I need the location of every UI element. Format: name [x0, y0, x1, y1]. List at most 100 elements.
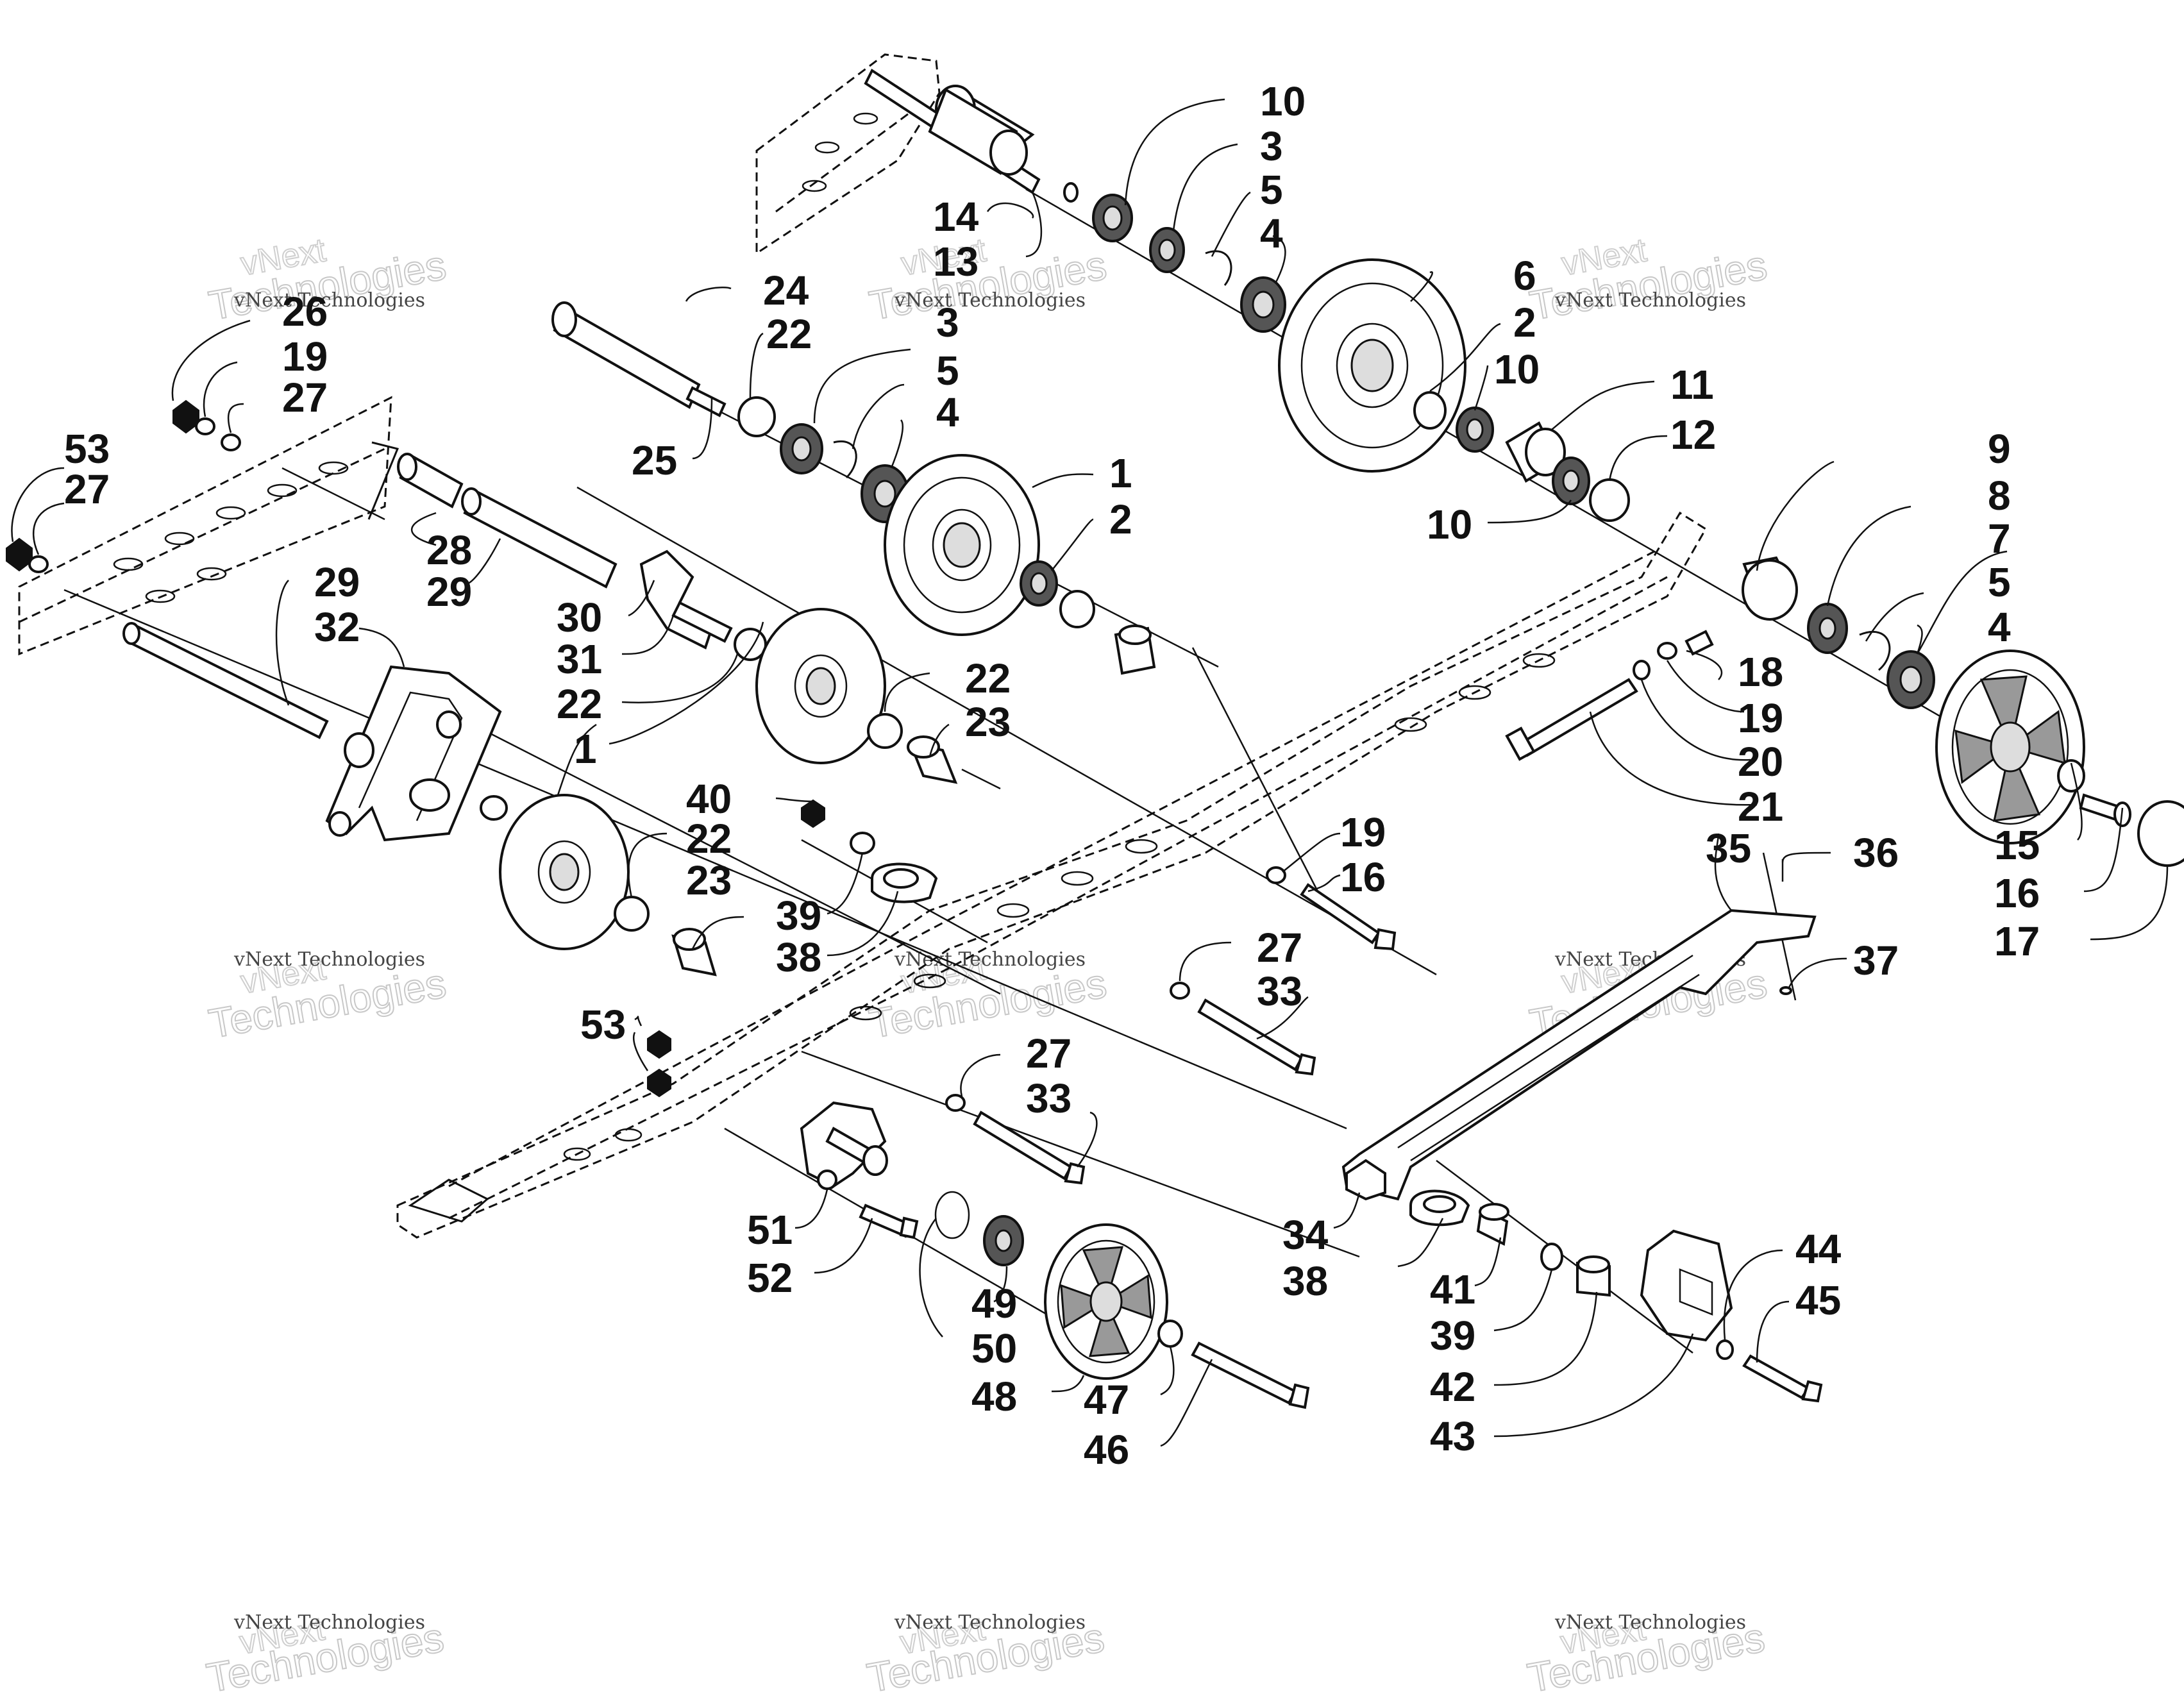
bolts-16-33	[945, 866, 1397, 1185]
watermark-caption: vNext Technologies	[233, 289, 425, 312]
callout-23-a: 23	[965, 699, 1011, 745]
callout-38-a: 38	[776, 934, 821, 980]
callout-27-c: 27	[1257, 925, 1302, 971]
rocker-arm-32	[325, 665, 508, 842]
callout-33-b: 33	[1026, 1075, 1071, 1121]
assembly-axis-lines	[63, 188, 1988, 1354]
callout-11: 11	[1670, 362, 1714, 408]
callout-27-b: 27	[64, 466, 110, 512]
wheel-1-lower-assembly	[755, 608, 958, 784]
upper-rail-frame	[755, 53, 941, 255]
callout-12: 12	[1670, 412, 1716, 458]
callout-38-b: 38	[1282, 1258, 1328, 1304]
watermark-caption: vNext Technologies	[1554, 289, 1746, 312]
callout-29-b: 29	[314, 559, 360, 605]
callout-53-a: 53	[64, 426, 110, 472]
watermark-bottom-center: vNext Technologies	[863, 1609, 1108, 1694]
callout-39-a: 39	[776, 893, 821, 939]
callout-30: 30	[557, 594, 602, 641]
callout-15: 15	[1994, 822, 2040, 868]
watermark-caption: vNext Technologies	[894, 1611, 1086, 1634]
callout-41: 41	[1430, 1266, 1475, 1312]
callout-22-b: 22	[557, 681, 602, 727]
callout-27-a: 27	[282, 374, 328, 421]
main-slide-rail	[396, 511, 1708, 1239]
callout-42: 42	[1430, 1364, 1475, 1410]
callout-16-a: 16	[1340, 854, 1386, 900]
arm-34-35	[1341, 859, 1817, 1227]
callout-21: 21	[1738, 784, 1783, 830]
callout-3-top: 3	[1260, 123, 1283, 169]
callout-13: 13	[933, 239, 979, 285]
callout-37: 37	[1853, 937, 1899, 984]
plate-43-assembly	[1476, 1203, 1823, 1403]
callout-labels: 10 3 5 4 14 13 6 2 10 11 12 10 24 22 25 …	[64, 78, 2040, 1473]
callout-24: 24	[763, 267, 809, 314]
callout-22-c: 22	[965, 655, 1011, 701]
callout-46: 46	[1084, 1427, 1129, 1473]
bolt-21	[1505, 630, 1714, 761]
callout-10-low: 10	[1427, 501, 1472, 548]
callout-2-top: 2	[1513, 299, 1536, 346]
wheel-1-lowest-assembly	[499, 794, 717, 977]
callout-10-top: 10	[1260, 78, 1306, 124]
callout-29-a: 29	[426, 569, 472, 615]
callout-14: 14	[933, 194, 979, 240]
callout-52: 52	[747, 1255, 793, 1301]
callout-47: 47	[1084, 1377, 1129, 1423]
callout-17: 17	[1994, 918, 2040, 964]
callout-4-right: 4	[1988, 604, 2011, 650]
callout-27-d: 27	[1026, 1030, 1071, 1077]
callout-33-a: 33	[1257, 968, 1302, 1014]
callout-50: 50	[971, 1325, 1017, 1371]
callout-28: 28	[426, 527, 472, 573]
callout-26: 26	[282, 289, 328, 335]
watermark-caption: vNext Technologies	[233, 948, 425, 971]
callout-7: 7	[1988, 516, 2011, 562]
callout-36: 36	[1853, 830, 1899, 876]
watermark-bottom-right: vNext Technologies	[1524, 1609, 1768, 1694]
callout-40: 40	[686, 776, 732, 822]
spacer-tubes	[122, 453, 767, 739]
callout-4-mid: 4	[936, 389, 959, 435]
callout-10-mid: 10	[1494, 346, 1540, 392]
callout-1-b: 1	[574, 726, 597, 772]
callout-44: 44	[1795, 1226, 1842, 1272]
callout-49: 49	[971, 1280, 1017, 1327]
wheel-6-assembly	[1092, 194, 1630, 522]
left-hardware	[6, 399, 241, 573]
callout-53-b: 53	[580, 1002, 626, 1048]
callout-6: 6	[1513, 253, 1536, 299]
callout-19-c: 19	[1340, 809, 1386, 855]
watermark-caption: vNext Technologies	[233, 1611, 425, 1634]
callout-18: 18	[1738, 649, 1783, 695]
callout-19-a: 19	[282, 333, 328, 380]
top-shaft-assembly	[864, 69, 1079, 203]
callout-48: 48	[971, 1373, 1017, 1420]
callout-34: 34	[1282, 1212, 1329, 1258]
callout-45: 45	[1795, 1277, 1841, 1323]
callout-5-mid: 5	[936, 348, 959, 394]
shaft-24-assembly	[551, 301, 1156, 675]
leader-lines	[11, 98, 2169, 1447]
watermark-caption: vNext Technologies	[894, 289, 1086, 312]
watermark-caption: vNext Technologies	[1554, 1611, 1746, 1634]
callout-3-mid: 3	[936, 299, 959, 346]
callout-35: 35	[1706, 825, 1751, 871]
callout-16-b: 16	[1994, 870, 2040, 916]
callout-31: 31	[557, 636, 602, 682]
callout-32: 32	[314, 604, 360, 650]
callout-22-a: 22	[766, 311, 812, 357]
callout-19-b: 19	[1738, 695, 1783, 741]
callout-8: 8	[1988, 473, 2011, 519]
callout-20: 20	[1738, 739, 1783, 785]
callout-5-top: 5	[1260, 167, 1283, 213]
wheel-7-assembly	[1742, 556, 2184, 867]
watermark-bottom-left: vNext Technologies	[203, 1609, 448, 1694]
left-rail-frame	[18, 396, 399, 656]
callout-22-d: 22	[686, 816, 732, 862]
callout-9: 9	[1988, 426, 2011, 472]
wheel-48-assembly	[647, 1030, 1310, 1409]
callout-2-mid: 2	[1109, 496, 1132, 542]
